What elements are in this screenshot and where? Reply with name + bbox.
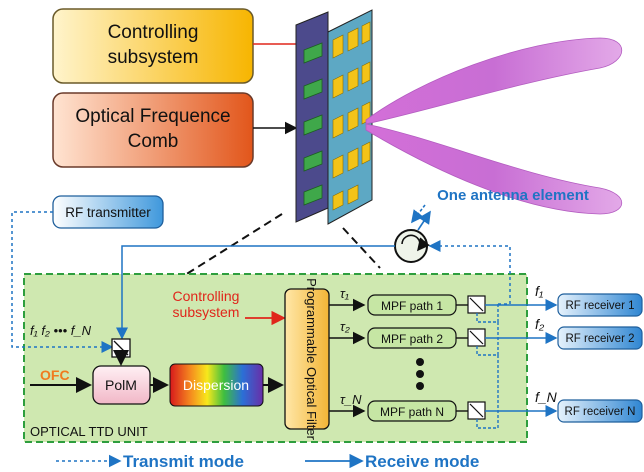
controlling-subsystem-box: Controlling subsystem	[52, 8, 254, 84]
output-coupler-n	[467, 401, 486, 420]
freq-n: f_N	[535, 389, 558, 405]
programmable-optical-filter: Programmable Optical Filter	[284, 278, 330, 441]
controlling-line1: Controlling	[108, 22, 199, 43]
optical-frequency-comb-box: Optical Frequence Comb	[52, 92, 254, 168]
rf-receiver-1: RF receiver 1	[557, 293, 643, 317]
antenna-link-dashed	[411, 204, 426, 224]
freq-1: f₁	[535, 283, 544, 299]
mpf-path-2: MPF path 2	[367, 327, 457, 349]
radiation-beams	[365, 37, 623, 215]
rf-receiver-n-label: RF receiver N	[565, 406, 636, 418]
filter-label: Programmable Optical Filter	[304, 278, 319, 440]
rf-receiver-2: RF receiver 2	[557, 326, 643, 350]
mpf-path-n: MPF path N	[367, 400, 457, 422]
legend-receive-label: Receive mode	[365, 452, 479, 471]
mpf-path-2-label: MPF path 2	[381, 332, 443, 346]
mpf-path-n-label: MPF path N	[380, 405, 444, 419]
mpf-path-1-label: MPF path 1	[381, 299, 443, 313]
transmit-combine-n	[476, 355, 499, 429]
receive-path-input	[116, 245, 395, 340]
tau-1: τ₁	[340, 286, 349, 301]
output-coupler-1	[467, 295, 486, 314]
tau-2: τ₂	[340, 319, 350, 334]
dispersion-label: Dispersion	[183, 377, 249, 393]
polm-box: PolM	[92, 365, 151, 405]
dispersion-box: Dispersion	[169, 363, 264, 407]
transmit-path-input	[11, 211, 114, 353]
rf-transmitter-label: RF transmitter	[65, 205, 151, 220]
rf-transmitter-box: RF transmitter	[52, 195, 164, 229]
rf-receiver-1-label: RF receiver 1	[565, 300, 634, 312]
zoom-line-right	[342, 227, 381, 269]
freq-2: f₂	[535, 316, 545, 332]
antenna-element-label: One antenna element	[437, 187, 589, 204]
legend-transmit-label: Transmit mode	[123, 452, 244, 471]
input-frequencies: f₁ f₂ ••• f_N	[30, 323, 92, 338]
transmit-path-return	[428, 240, 511, 305]
ofc-line1: Optical Frequence	[75, 106, 230, 127]
zoom-line-left	[184, 213, 283, 276]
output-coupler-2	[467, 328, 486, 347]
input-coupler	[111, 338, 131, 358]
antenna-array	[295, 9, 373, 225]
antenna-link-solid	[417, 210, 431, 231]
tau-n: τ_N	[340, 392, 362, 407]
polm-label: PolM	[105, 377, 137, 393]
ellipsis-dots	[416, 358, 424, 390]
circulator-icon	[394, 229, 431, 263]
ttd-controlling-line2: subsystem	[173, 304, 240, 320]
ttd-controlling-line1: Controlling	[173, 288, 240, 304]
ofc-line2: Comb	[128, 131, 179, 152]
controlling-line2: subsystem	[108, 47, 199, 68]
mpf-path-1: MPF path 1	[367, 294, 457, 316]
rf-receiver-n: RF receiver N	[557, 399, 643, 423]
rf-receiver-2-label: RF receiver 2	[565, 333, 634, 345]
ttd-unit-label: OPTICAL TTD UNIT	[30, 424, 148, 439]
ttd-ofc-label: OFC	[40, 367, 70, 383]
